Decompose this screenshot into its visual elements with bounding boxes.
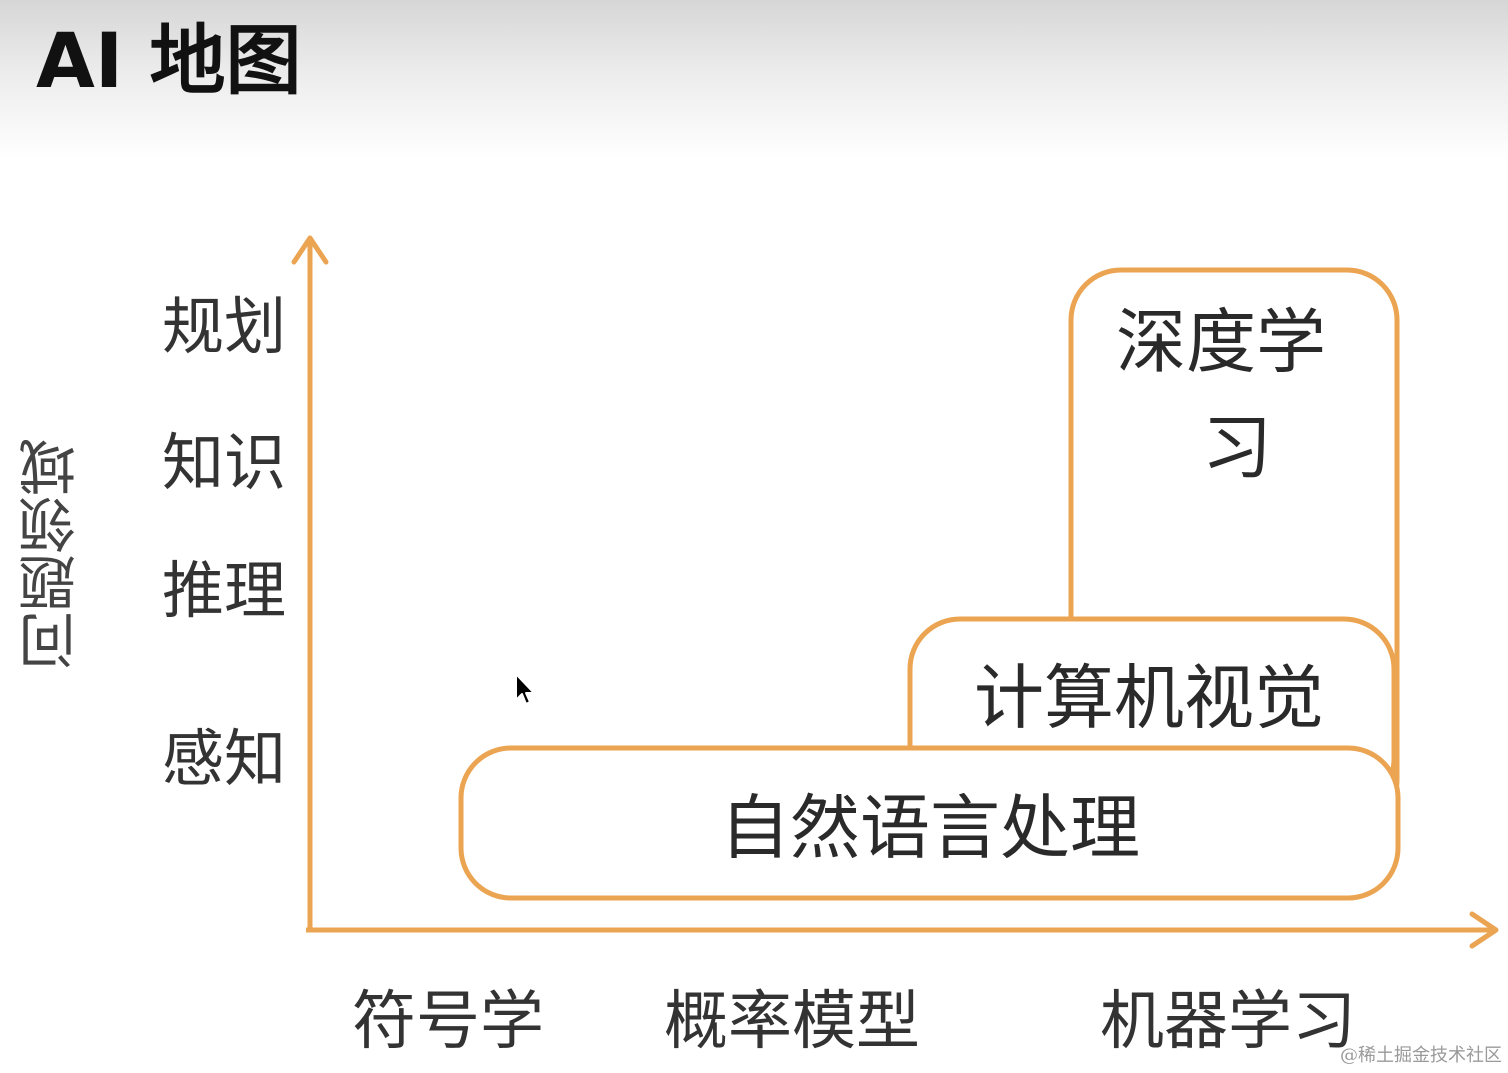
x-label-probabilistic-models: 概率模型 xyxy=(664,985,920,1059)
y-axis-title: 问题领域 xyxy=(18,438,86,670)
y-label-planning: 规划 xyxy=(162,290,287,363)
y-label-perception: 感知 xyxy=(162,722,287,795)
y-label-reasoning: 推理 xyxy=(162,554,287,627)
nlp-box xyxy=(458,745,1401,901)
computer-vision-label: 计算机视觉 xyxy=(974,657,1324,739)
x-axis-arrowhead xyxy=(1469,911,1499,949)
y-axis-arrowhead xyxy=(291,235,329,265)
slide-title: AI 地图 xyxy=(36,16,302,105)
mouse-pointer-icon xyxy=(514,672,538,712)
watermark: @稀土掘金技术社区 xyxy=(1340,1045,1502,1066)
x-label-symbolism: 符号学 xyxy=(352,985,544,1059)
x-label-machine-learning: 机器学习 xyxy=(1100,985,1356,1059)
deep-learning-label-line1: 深度学 xyxy=(1116,301,1326,383)
deep-learning-label-line2: 习 xyxy=(1202,407,1272,489)
title-band xyxy=(0,0,1508,160)
nlp-label: 自然语言处理 xyxy=(720,787,1140,869)
y-label-knowledge: 知识 xyxy=(162,426,287,499)
